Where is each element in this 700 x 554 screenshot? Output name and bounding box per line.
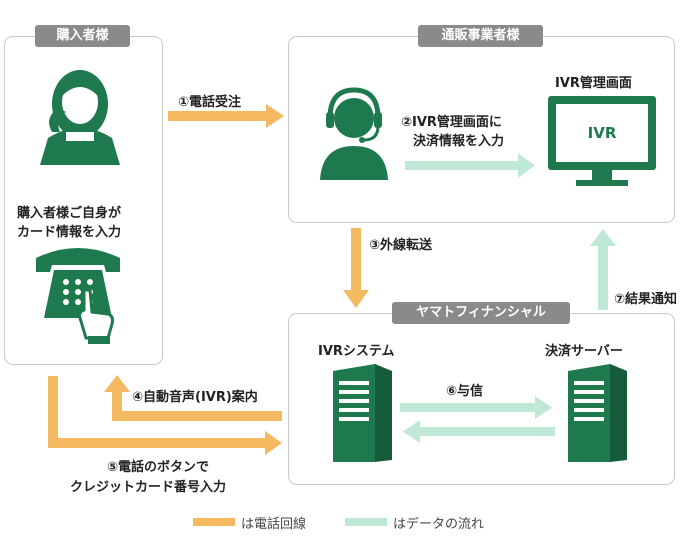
payment-server-icon [568, 364, 627, 462]
legend-phone-label: は電話回線 [241, 517, 307, 532]
legend-data-swatch [345, 518, 387, 526]
ivr-screen-title: IVR管理画面 [555, 76, 632, 91]
arrow-step6-right [400, 396, 552, 419]
desk-phone-icon [36, 248, 120, 344]
arrow-step1 [168, 104, 284, 128]
arrow-step3 [343, 228, 369, 308]
yamato-section-tab: ヤマトフィナンシャル [392, 302, 570, 324]
arrow-step6-left [403, 420, 555, 443]
step6-label: ⑥与信 [446, 384, 484, 399]
step4-label: ④自動音声(IVR)案内 [132, 390, 258, 405]
step3-label: ③外線転送 [369, 238, 433, 253]
ivr-system-label: IVRシステム [318, 344, 395, 359]
ivr-server-icon [333, 364, 392, 462]
arrow-step7 [590, 229, 616, 310]
customer-phone-icon [40, 70, 120, 165]
step5-label-line1: ⑤電話のボタンで [107, 460, 210, 475]
ivr-monitor-icon [548, 96, 656, 186]
merchant-section-tab: 通販事業者様 [418, 25, 543, 47]
step2-label-line2: 決済情報を入力 [413, 134, 505, 149]
arrow-step2 [405, 153, 535, 178]
arrow-step5 [48, 376, 282, 455]
payment-server-label: 決済サーバー [545, 344, 623, 359]
step1-label: ①電話受注 [178, 95, 242, 110]
legend-data-label: はデータの流れ [393, 517, 485, 532]
step2-label-line1: ②IVR管理画面に [401, 115, 502, 130]
buyer-input-line1: 購入者様ご自身が [17, 206, 122, 221]
buyer-section-tab: 購入者様 [35, 25, 130, 47]
step7-label: ⑦結果通知 [614, 292, 678, 307]
step5-label-line2: クレジットカード番号入力 [70, 480, 227, 495]
arrow-step4 [104, 375, 282, 421]
legend-phone-swatch [193, 518, 235, 526]
operator-headset-icon [320, 87, 388, 180]
ivr-screen-text: IVR [587, 124, 617, 142]
buyer-input-line2: カード情報を入力 [17, 225, 122, 240]
